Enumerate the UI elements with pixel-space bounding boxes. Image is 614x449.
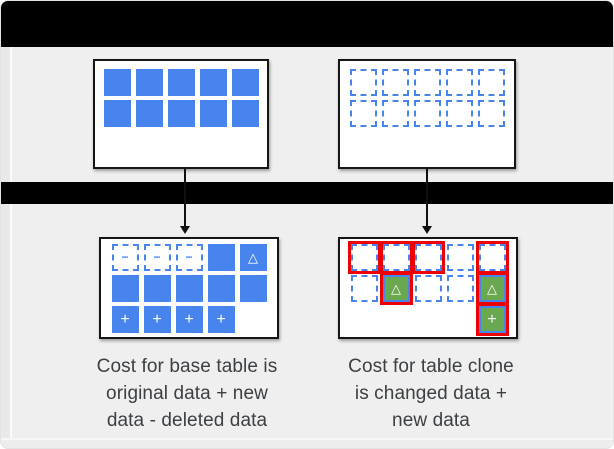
data-block-row: + [351,303,509,336]
data-block-solid-triangle: △ [239,244,267,271]
caption-line: is changed data + [354,383,508,404]
base-table-caption: Cost for base table is original data + n… [75,353,299,434]
data-block-dashed [382,244,410,271]
triangle-icon: △ [248,250,258,265]
data-block-row [349,69,505,96]
data-block-row: △△ [350,272,509,305]
changed-data-highlight: △ [379,272,413,305]
data-block-solid [111,275,139,302]
caption-line: original data + new [106,383,268,404]
data-block-solid-plus: + [111,306,139,333]
changed-data-highlight [411,241,445,274]
arrow-down-left [184,169,186,228]
data-block-row [349,100,505,127]
data-block-solid [207,275,235,302]
arrow-down-right-head [422,226,432,234]
triangle-icon: △ [391,281,401,296]
data-block-dashed [445,100,473,127]
data-block-solid [199,69,227,96]
changed-data-highlight [379,241,413,274]
data-block-dashed [349,69,377,96]
caption-line: Cost for base table is [96,356,278,377]
minus-icon: − [185,249,193,264]
data-block-green-triangle: △ [382,275,410,302]
data-block-dashed [445,69,473,96]
data-block-solid-plus: + [207,306,235,333]
data-block-solid [167,69,195,96]
data-block-dashed [446,244,474,271]
plus-icon: + [152,310,162,328]
arrow-down-left-head [180,226,190,234]
data-block-solid [207,244,235,271]
table-clone-original-grid [349,69,505,127]
base-table-result-box: − − − △ + + + + [99,237,279,339]
caption-line: data - deleted data [106,410,268,431]
data-block-dashed [414,275,442,302]
data-block-solid [199,100,227,127]
changed-data-highlight: △ [475,272,509,305]
data-block-row: + + + + [111,306,267,333]
minus-icon: − [153,249,161,264]
data-block-dashed [350,244,378,271]
plus-icon: + [120,310,130,328]
left-divider-line [10,47,12,438]
plus-icon: + [184,310,194,328]
data-block-solid [167,100,195,127]
data-block-row [111,275,267,302]
data-block-row [103,100,259,127]
data-block-solid [135,69,163,96]
data-block-dashed [413,100,441,127]
plus-icon: + [487,310,497,328]
table-clone-original-box [338,59,516,169]
data-block-dashed-minus: − [111,244,139,271]
base-table-original-grid [103,69,259,127]
data-block-solid [135,100,163,127]
data-block-dashed-minus: − [143,244,171,271]
data-block-dashed-minus: − [175,244,203,271]
data-block-solid [231,69,259,96]
data-block-dashed [413,69,441,96]
data-block-row [347,241,509,274]
data-block-green-plus: + [478,306,506,333]
plus-icon: + [216,310,226,328]
changed-data-highlight: + [475,303,509,336]
data-block-solid [103,69,131,96]
minus-icon: − [121,249,129,264]
changed-data-highlight [475,241,509,274]
top-black-bar [1,1,613,47]
caption-line: Cost for table clone [348,356,514,377]
data-block-green-triangle: △ [478,275,506,302]
base-table-result-grid: − − − △ + + + + [111,244,267,333]
data-block-dashed [381,100,409,127]
base-table-original-box [93,59,269,169]
data-block-solid-plus: + [175,306,203,333]
bottom-divider-line [1,438,613,440]
table-clone-result-grid: △△+ [347,241,509,336]
middle-black-bar [1,182,613,204]
data-block-row: − − − △ [111,244,267,271]
table-clone-caption: Cost for table clone is changed data + n… [319,353,543,434]
triangle-icon: △ [487,281,497,296]
data-block-dashed [477,100,505,127]
bottom-edge-strip [1,440,613,448]
data-block-dashed [446,275,474,302]
changed-data-highlight [347,241,381,274]
arrow-down-right [426,169,428,228]
data-block-dashed [350,275,378,302]
data-block-solid [143,275,171,302]
table-clone-result-box: △△+ [338,237,518,339]
data-block-dashed [477,69,505,96]
data-block-solid [175,275,203,302]
data-block-dashed [349,100,377,127]
caption-line: new data [392,410,470,431]
left-edge-strip [1,47,10,448]
data-block-dashed [381,69,409,96]
data-block-solid [239,275,267,302]
data-block-row [103,69,259,96]
data-block-solid [103,100,131,127]
data-block-dashed [478,244,506,271]
data-block-solid-plus: + [143,306,171,333]
data-block-dashed [414,244,442,271]
data-block-solid [231,100,259,127]
